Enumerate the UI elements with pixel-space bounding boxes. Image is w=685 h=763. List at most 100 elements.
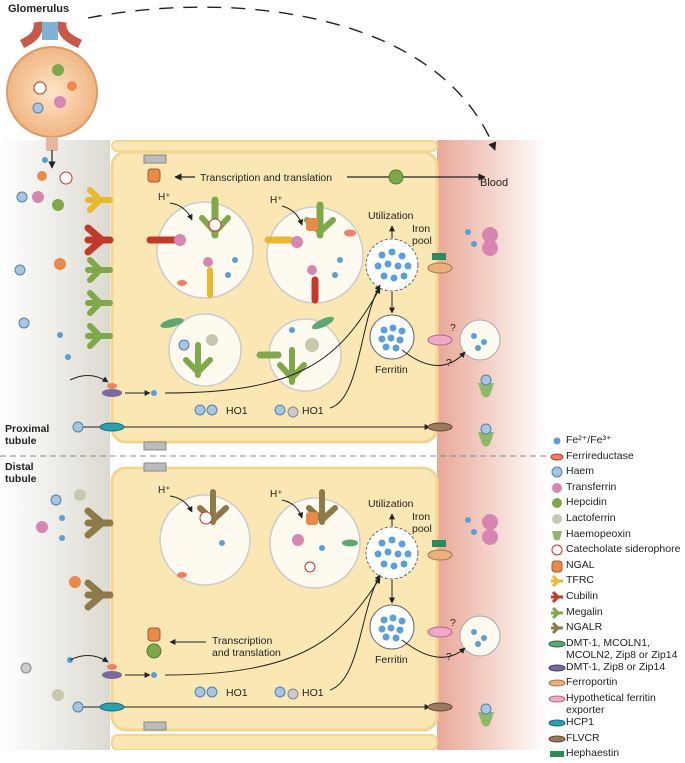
ngal-icon (548, 559, 566, 573)
endosome-proximal-2: H⁺ (264, 195, 364, 304)
ngal-icon (147, 168, 161, 183)
legend-label: NGAL (566, 558, 595, 571)
dmt1-teal-icon (548, 637, 566, 651)
legend-item-iron-dot: Fe²⁺/Fe³⁺ (548, 434, 685, 450)
hepcidin-icon (146, 643, 162, 659)
utilization-label: Utilization (368, 210, 414, 222)
legend-label: Fe²⁺/Fe³⁺ (566, 434, 612, 446)
ferritin-label: Ferritin (375, 654, 408, 666)
flvcr-icon (548, 732, 566, 746)
h-plus-label: H⁺ (158, 192, 171, 203)
ho1-label: HO1 (302, 687, 324, 699)
legend-item-ferrireductase: Ferrireductase (548, 450, 685, 466)
hcp1-icon (548, 716, 566, 730)
legend-item-tfrc: TFRC (548, 574, 685, 590)
apical-receptors-proximal (84, 187, 114, 349)
endosome-proximal-4 (256, 316, 342, 392)
basolateral-distal: ? ? (401, 514, 501, 663)
utilization-label: Utilization (368, 498, 414, 510)
h-plus-label: H⁺ (158, 485, 171, 496)
catecholate-siderophore-icon (548, 543, 566, 557)
glomerulus-to-blood-arrow (87, 6, 497, 151)
legend-label: Catecholate siderophore (566, 543, 681, 556)
legend-item-flvcr: FLVCR (548, 732, 685, 748)
hepcidin-icon (548, 496, 566, 510)
transferrin-icon (548, 481, 566, 495)
tight-junction (143, 721, 167, 731)
tight-junction (143, 441, 167, 451)
legend-item-hcp1: HCP1 (548, 716, 685, 732)
legend-label: DMT-1, MCOLN1, MCOLN2, Zip8 or Zip14 (566, 636, 678, 661)
legend-item-hepcidin: Hepcidin (548, 496, 685, 512)
tight-junction (143, 462, 167, 472)
legend-label: Haem (566, 465, 595, 478)
endosome-proximal-3 (160, 313, 242, 387)
transcription-label: Transcription and translation (200, 172, 332, 184)
bottom-cell-edge (111, 734, 438, 750)
legend-label: TFRC (566, 574, 594, 587)
legend-label: Megalin (566, 605, 603, 618)
legend-label: FLVCR (566, 731, 600, 744)
apical-receptors-distal (84, 507, 114, 611)
legend-label: Ferrireductase (566, 449, 634, 462)
ferroportin-icon (548, 676, 566, 690)
top-cell-edge (111, 140, 438, 152)
legend-label: Haemopeoxin (566, 527, 631, 540)
endosome-distal-1: H⁺ (158, 485, 251, 586)
basolateral-proximal: ? ? (401, 227, 501, 398)
legend-label: DMT-1, Zip8 or Zip14 (566, 660, 666, 673)
ferritin-distal: Ferritin (369, 580, 415, 666)
legend-item-ferritin-exporter: Hypothetical ferritin exporter (548, 692, 685, 716)
legend-label: Ferroportin (566, 676, 618, 689)
blood-label: Blood (480, 177, 508, 189)
question-mark: ? (450, 617, 456, 629)
legend-item-hephaestin: Hephaestin (548, 747, 685, 763)
legend-label: Hypothetical ferritin exporter (566, 691, 656, 716)
glomerulus: Glomerulus (6, 3, 98, 151)
endosome-distal-2: H⁺ (269, 489, 361, 589)
ferrireductase-icon (548, 450, 566, 464)
legend-item-ferroportin: Ferroportin (548, 676, 685, 692)
ho1-label: HO1 (226, 405, 248, 417)
haem-icon (548, 465, 566, 479)
legend-item-dmt1-purple: DMT-1, Zip8 or Zip14 (548, 661, 685, 677)
ferritin-label: Ferritin (375, 364, 408, 376)
legend-label: Transferrin (566, 480, 617, 493)
lumen-ligands-distal (20, 489, 86, 701)
cubilin-icon (548, 590, 566, 604)
h-plus-label: H⁺ (270, 489, 283, 500)
legend-label: NGALR (566, 621, 603, 634)
haemopexin-icon (548, 528, 566, 542)
endosome-proximal-1: H⁺ (146, 192, 254, 299)
legend-item-ngal: NGAL (548, 559, 685, 575)
legend-item-megalin: Megalin (548, 606, 685, 622)
legend-item-haemopexin: Haemopeoxin (548, 528, 685, 544)
tfrc-icon (548, 574, 566, 588)
question-mark: ? (450, 322, 456, 334)
ho1-label: HO1 (302, 405, 324, 417)
ferritin-exporter-icon (548, 692, 566, 706)
hephaestin-icon (548, 747, 566, 761)
ho1-row-distal: HO1 HO1 (69, 574, 494, 727)
legend-label: Lactoferrin (566, 511, 616, 524)
ngalr-icon (548, 621, 566, 635)
ho1-row-proximal: HO1 HO1 (69, 284, 494, 447)
tight-junction (143, 154, 167, 164)
legend-label: HCP1 (566, 715, 595, 728)
megalin-icon (548, 606, 566, 620)
legend-item-dmt1-teal: DMT-1, MCOLN1, MCOLN2, Zip8 or Zip14 (548, 637, 685, 661)
legend-item-haem: Haem (548, 465, 685, 481)
iron-dot-icon (548, 434, 566, 448)
ngal-icon (147, 627, 161, 642)
legend-item-lactoferrin: Lactoferrin (548, 512, 685, 528)
legend-item-cubilin: Cubilin (548, 590, 685, 606)
